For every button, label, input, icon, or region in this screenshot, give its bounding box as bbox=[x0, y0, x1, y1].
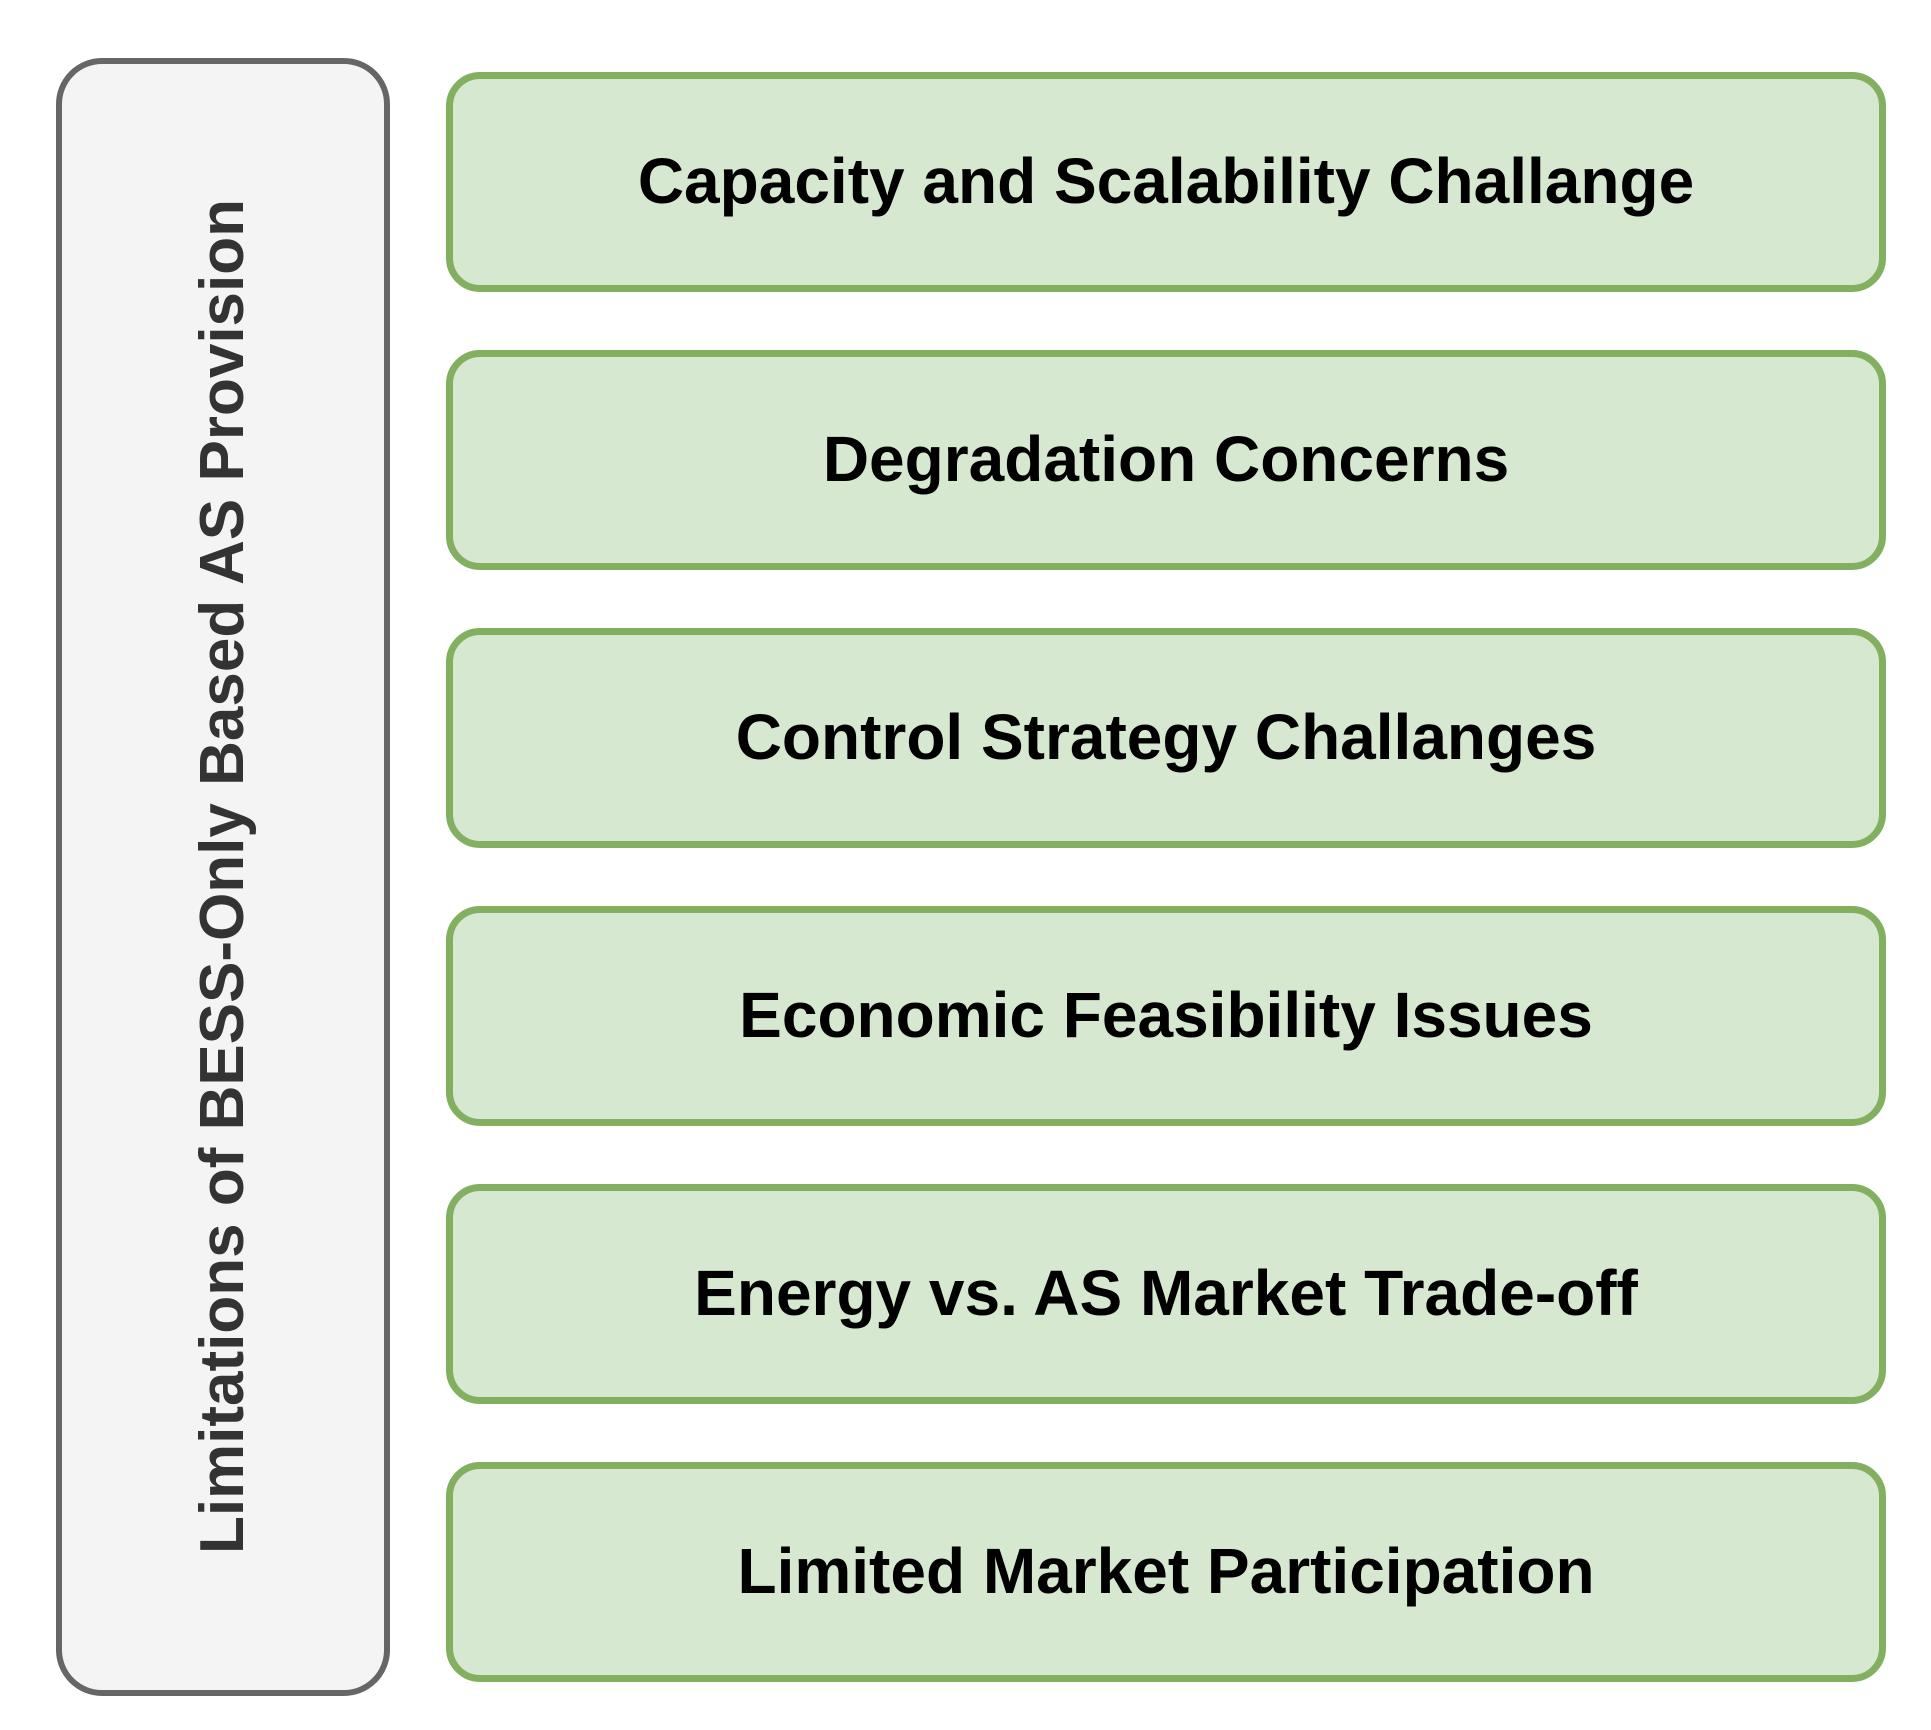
limitation-item-limited-market-participation[interactable]: Limited Market Participation bbox=[446, 1462, 1886, 1682]
limitation-item-label: Degradation Concerns bbox=[822, 423, 1510, 496]
limitation-item-economic-feasibility[interactable]: Economic Feasibility Issues bbox=[446, 906, 1886, 1126]
category-panel-label: Limitations of BESS-Only Based AS Provis… bbox=[188, 199, 257, 1555]
limitation-item-label: Economic Feasibility Issues bbox=[739, 979, 1593, 1052]
limitation-item-degradation-concerns[interactable]: Degradation Concerns bbox=[446, 350, 1886, 570]
limitation-item-control-strategy[interactable]: Control Strategy Challanges bbox=[446, 628, 1886, 848]
category-panel: Limitations of BESS-Only Based AS Provis… bbox=[56, 58, 390, 1696]
limitation-item-label: Limited Market Participation bbox=[737, 1535, 1595, 1608]
limitations-list: Capacity and Scalability Challange Degra… bbox=[446, 72, 1886, 1682]
limitation-item-label: Capacity and Scalability Challange bbox=[637, 145, 1695, 218]
limitation-item-capacity-and-scalability[interactable]: Capacity and Scalability Challange bbox=[446, 72, 1886, 292]
limitation-item-label: Energy vs. AS Market Trade-off bbox=[694, 1257, 1638, 1330]
limitation-item-label: Control Strategy Challanges bbox=[735, 701, 1597, 774]
limitation-item-energy-vs-as-market[interactable]: Energy vs. AS Market Trade-off bbox=[446, 1184, 1886, 1404]
